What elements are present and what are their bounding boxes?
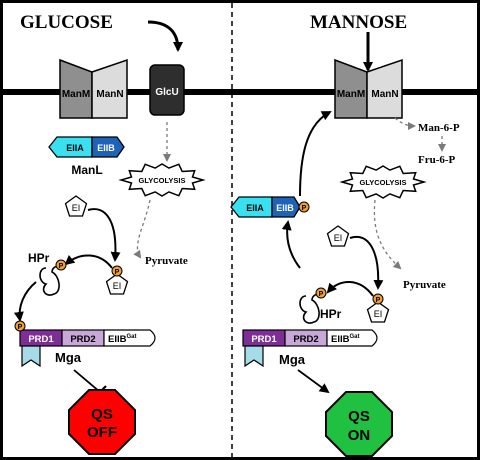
right-eiibgat-domain [326,329,378,347]
right-ei-top [326,225,350,247]
right-hpr-label: HPr [320,307,342,321]
eiib-to-transporter-arrow [299,111,332,197]
right-mann-label: ManN [371,89,398,100]
left-prd-phosphate-label: P [18,324,23,331]
right-eiib-phosphate-label: P [302,205,307,212]
left-prd2-label: PRD2 [70,334,95,345]
man6p-label: Man-6-P [418,122,460,134]
right-manm-label: ManM [337,89,365,100]
left-mga-protein: PRD1 PRD2 EIIBGat P [14,320,156,368]
right-eiibgat-label: EIIBGat [331,334,360,345]
left-glycolysis-label: GLYCOLYSIS [139,176,186,185]
left-ei-phosphate-label: P [115,269,120,276]
right-mann-subunit [366,58,403,119]
left-eiibgat-domain [103,329,156,347]
qs-off-line2: OFF [87,424,117,441]
left-eiib-label: EIIB [97,143,115,153]
right-hpr-phosphate-label: P [319,291,324,298]
qs-on-line2: ON [348,427,371,444]
right-prd1-label: PRD1 [251,334,277,345]
left-mga-label: Mga [55,350,82,365]
mga-activation-arrow [297,369,330,394]
right-ei-to-hpr-arrow [326,281,374,297]
right-glycolysis-burst [339,165,427,199]
left-ei-bottom-label: EI [113,281,122,291]
left-glycolysis-burst [118,163,206,197]
right-mga-label: Mga [279,352,306,367]
qs-on-octagon [325,391,393,457]
right-eiia-eiib-complex: EIIA EIIB P [230,196,310,218]
glcu-body [149,64,185,116]
left-manmn-transporter: ManM ManN [59,58,128,119]
left-eiib-domain [91,136,125,158]
right-glycolysis-label: GLYCOLYSIS [360,178,407,187]
right-ei-bottom [366,301,390,323]
left-eiia-label: EIIA [66,143,84,153]
glucose-entry-arrow [147,20,183,52]
glucose-title: GLUCOSE [20,12,113,33]
cell-membrane [3,89,477,95]
left-mga-inhibition-line [73,369,101,393]
left-panel: GLUCOSE ManM ManN GlcU EIIA EIIB ManL GL… [13,12,206,455]
manl-label: ManL [71,163,102,177]
glcu-label: GlcU [155,87,178,98]
right-dna-binding-domain [244,345,264,368]
left-ei-top [64,195,88,217]
qs-off-octagon [68,389,136,455]
left-mann-subunit [91,58,128,119]
left-ei-top-label: EI [72,203,81,213]
right-prd2-label: PRD2 [293,334,318,345]
left-prd-phosphate [14,320,26,332]
left-hpr-label: HPr [28,251,50,265]
left-mann-label: ManN [96,89,123,100]
mannose-title: MANNOSE [310,12,407,33]
transporter-to-man6p-arrow [394,117,416,130]
right-eiib-label: EIIB [276,203,294,213]
left-hpr-shape [39,265,60,296]
right-eiia-label: EIIA [246,203,264,213]
fru6p-label: Fru-6-P [418,154,456,166]
left-prd1-label: PRD1 [28,334,54,345]
glcu-transporter: GlcU [149,64,185,116]
left-pyruvate-label: Pyruvate [145,255,188,267]
left-hpr-phosphate [55,259,67,271]
left-eiia-eiib-complex: EIIA EIIB [48,136,125,158]
right-panel: MANNOSE ManM ManN Man-6-P Fru-6-P GLYCOL… [230,12,460,457]
left-ei-phosphorylation-arrow [87,208,121,262]
right-eiib-phosphate [298,201,310,213]
hpr-to-eiia-arrow [281,220,301,269]
left-manm-label: ManM [62,89,90,100]
right-ei-bottom-label: EI [374,309,383,319]
left-ei-phosphate [111,265,123,277]
right-pyruvate-label: Pyruvate [403,279,446,291]
right-mga-protein: PRD1 PRD2 EIIBGat [242,329,378,368]
left-glycolysis-to-pyruvate-arrow [133,199,151,259]
right-ei-phosphate-label: P [376,297,381,304]
right-hpr-shape [299,293,320,324]
left-hpr-phosphate-label: P [59,263,64,270]
right-ei-phosphate [372,293,384,305]
left-ei-to-hpr-arrow [64,254,113,269]
qs-off-line1: QS [91,406,113,423]
left-dna-binding-domain [21,345,41,368]
right-manmn-transporter: ManM ManN [334,58,403,119]
right-hpr-phosphate [315,287,327,299]
qs-on-line1: QS [348,408,370,425]
right-ei-phosphorylation-arrow [349,235,384,290]
right-ei-top-label: EI [334,233,343,243]
right-eiib-domain [271,196,301,218]
left-ei-bottom [105,273,129,295]
right-glycolysis-to-pyruvate-arrow [373,199,402,270]
left-eiibgat-label: EIIBGat [108,334,137,345]
left-hpr-to-mga-arrow [13,281,37,322]
